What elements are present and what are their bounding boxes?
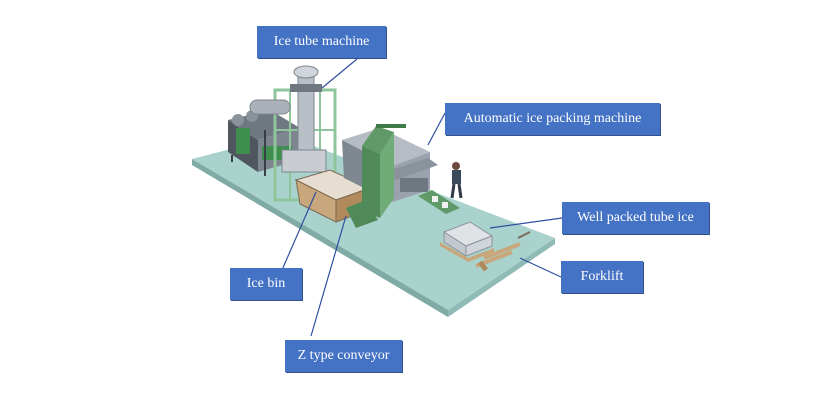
ice-tube-machine [249, 65, 337, 202]
operator-figure [450, 162, 463, 199]
output-conveyor [418, 190, 460, 214]
forklift-illustration [475, 231, 531, 272]
pallet-packed-ice [440, 221, 494, 262]
leader-lines [281, 58, 563, 337]
label-ice-bin: Ice bin [230, 268, 302, 300]
label-well-packed-tube-ice: Well packed tube ice [562, 202, 709, 234]
z-conveyor [346, 124, 406, 228]
label-ice-tube-machine: Ice tube machine [257, 26, 386, 58]
label-z-type-conveyor: Z type conveyor [285, 340, 402, 372]
label-forklift: Forklift [561, 261, 643, 293]
label-automatic-ice-packing-machine: Automatic ice packing machine [445, 103, 660, 135]
floor-platform [192, 135, 555, 317]
